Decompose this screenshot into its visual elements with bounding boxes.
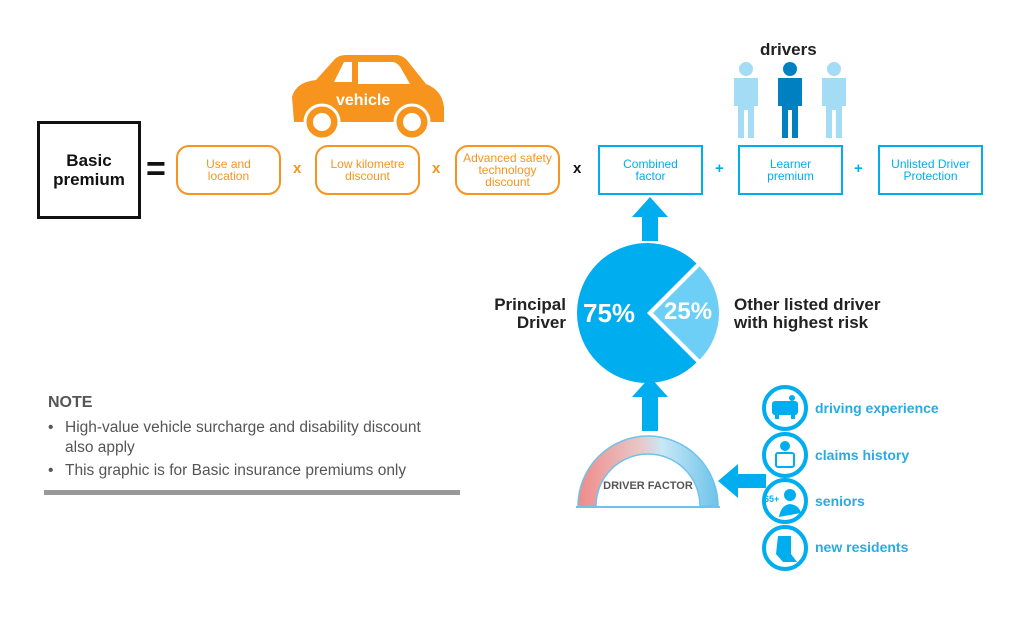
other-driver-label: Other listed driver with highest risk — [734, 295, 881, 332]
province-map-icon — [762, 525, 808, 571]
other-driver-slice — [653, 266, 719, 360]
low-kilometre-discount-box: Low kilometre discount — [315, 145, 420, 195]
vehicle-car-icon — [292, 55, 444, 140]
drivers-label: drivers — [760, 40, 817, 59]
combined-factor-box: Combined factor — [598, 145, 703, 195]
bullet-marker: • — [48, 419, 54, 436]
multiply-operator: x — [432, 160, 441, 177]
principal-pct-label: 75% — [583, 298, 636, 328]
use-and-location-box: Use and location — [176, 145, 281, 195]
multiply-operator: x — [293, 160, 302, 177]
driver-factor-gauge — [576, 435, 720, 508]
factor-label-new-residents: new residents — [815, 539, 909, 555]
note-bullet-text: High-value vehicle surcharge and disabil… — [65, 419, 421, 456]
note-title: NOTE — [48, 394, 93, 411]
driver-factor-label: DRIVER FACTOR — [603, 480, 693, 492]
factor-label-seniors: seniors — [815, 493, 865, 509]
learner-premium-box: Learner premium — [738, 145, 843, 195]
advanced-safety-discount-box: Advanced safety technology discount — [455, 145, 560, 195]
factor-circle-seniors — [761, 477, 809, 530]
principal-driver-slice — [577, 243, 697, 383]
note-bullet: • High-value vehicle surcharge and disabi… — [48, 418, 448, 458]
vehicle-label: vehicle — [336, 92, 391, 109]
arrow-left-icon — [718, 464, 766, 498]
factor-circle-driving — [761, 384, 809, 437]
principal-driver-label: Principal Driver — [494, 295, 566, 332]
seniors-age-badge: 65+ — [764, 494, 780, 504]
plus-operator: + — [854, 160, 863, 177]
note-bullet: • This graphic is for Basic insurance pre… — [48, 461, 448, 481]
factor-circle-claims — [761, 431, 809, 484]
basic-premium-box: Basic premium — [37, 121, 141, 219]
bullet-marker: • — [48, 462, 54, 479]
note-divider — [44, 490, 460, 495]
driver-share-pie — [577, 243, 719, 383]
senior-icon — [762, 478, 808, 524]
multiply-operator: x — [573, 160, 582, 177]
drivers-people-icon — [734, 62, 846, 138]
car-driver-icon — [762, 385, 808, 431]
factor-circle-residents — [761, 524, 809, 577]
note-bullet-text: This graphic is for Basic insurance prem… — [65, 462, 407, 479]
arrow-up-icon — [632, 377, 668, 431]
plus-operator: + — [715, 160, 724, 177]
factor-label-claims-history: claims history — [815, 447, 910, 463]
arrow-up-icon — [632, 197, 668, 241]
unlisted-driver-protection-box: Unlisted Driver Protection — [878, 145, 983, 195]
other-pct-label: 25% — [664, 298, 713, 325]
factor-label-driving-experience: driving experience — [815, 400, 939, 416]
mechanic-icon — [762, 432, 808, 478]
equals-sign: = — [146, 150, 166, 188]
